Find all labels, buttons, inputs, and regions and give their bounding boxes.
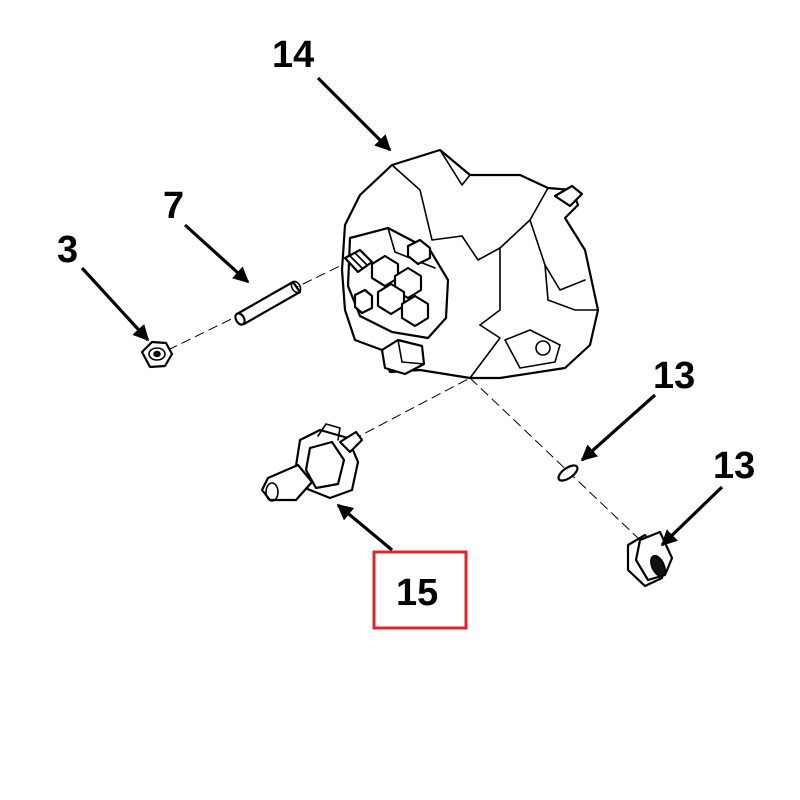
highlight-box [372,550,468,630]
callout-valve-label: 15 [396,572,438,614]
seal-ring-part [557,464,579,482]
nut-part [140,340,174,369]
arrow-seal [580,393,657,462]
callout-pin-label: 7 [163,185,184,227]
leader-nut-to-pump [167,261,349,351]
arrow-pin [183,223,250,284]
face-bolts [353,238,432,328]
arrow-valve [336,503,394,552]
callout-nut-label: 3 [57,229,78,271]
leader-pump-to-fitting [469,377,641,541]
arrow-pump [316,76,392,152]
pin-part [234,280,302,326]
arrow-nut [80,266,150,342]
arrow-fitting [660,485,724,547]
leader-valve-to-pump [351,377,471,441]
valve-part [260,423,364,502]
callout-seal-label: 13 [653,355,695,397]
pump-part [340,148,600,380]
callout-labels: 14 7 3 13 13 15 [57,34,755,614]
callout-pump-label: 14 [272,34,314,76]
callout-arrows [80,76,724,552]
callout-fitting-label: 13 [713,445,755,487]
assembly-leaders [167,261,641,541]
